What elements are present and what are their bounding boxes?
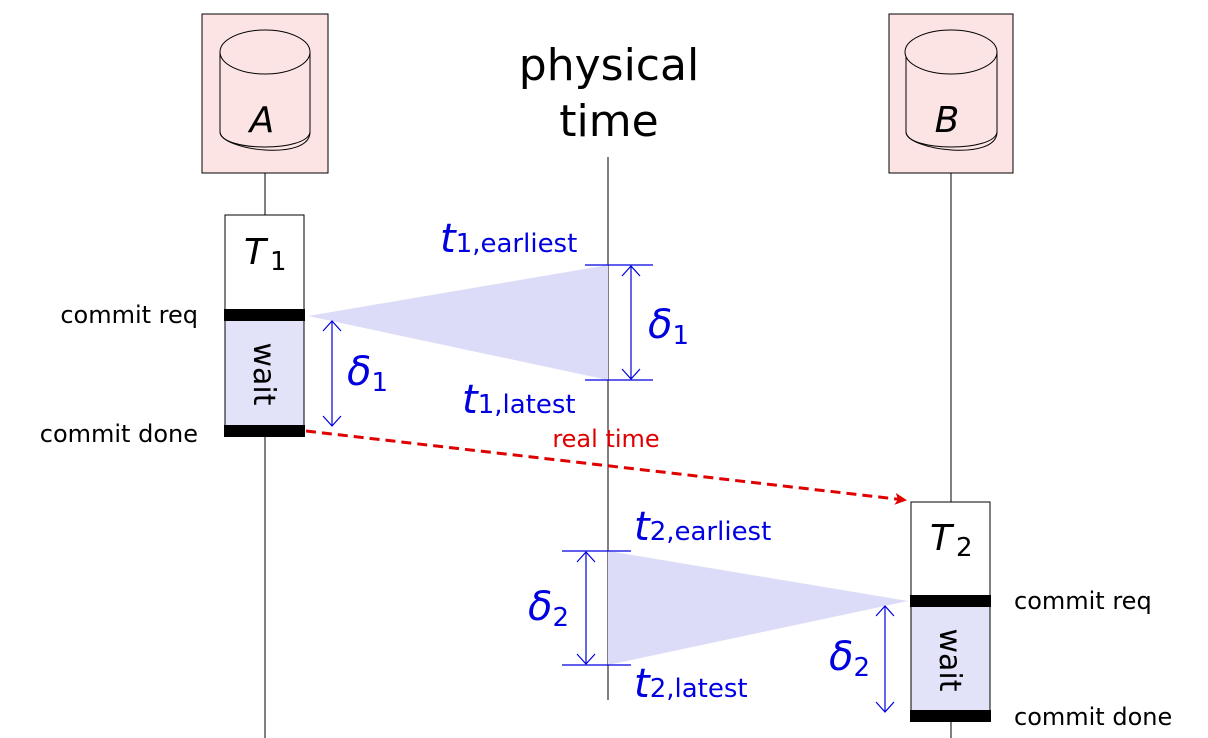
commit-req-bar-t2 — [910, 595, 991, 607]
database-cylinder-icon — [904, 29, 998, 151]
title-line-1: physical — [519, 40, 699, 91]
t2-latest-label: t2,latest — [634, 661, 748, 707]
uncertainty-interval-2 — [608, 551, 908, 665]
realtime-arrow — [305, 429, 907, 505]
delta-bracket-2-wait — [875, 605, 895, 713]
commit-done-label-t2: commit done — [1014, 703, 1172, 731]
title-line-2: time — [559, 96, 658, 147]
node-label-a: A — [248, 100, 275, 141]
delta-bracket-1-axis — [585, 264, 653, 381]
uncertainty-interval-1 — [308, 265, 608, 380]
t1-earliest-label: t1,earliest — [440, 216, 577, 262]
t1-latest-label: t1,latest — [462, 377, 576, 423]
realtime-label: real time — [552, 425, 659, 453]
wait-label-t2: wait — [932, 628, 967, 691]
database-cylinder-icon — [219, 29, 311, 151]
delta-label-1-axis: δ1 — [648, 302, 689, 351]
delta-bracket-2-axis — [562, 550, 631, 666]
delta-label-2-axis: δ2 — [528, 584, 569, 633]
delta-bracket-1-wait — [322, 320, 342, 427]
delta-label-2-wait: δ2 — [829, 634, 870, 683]
t2-earliest-label: t2,earliest — [634, 504, 771, 550]
commit-done-label-t1: commit done — [40, 420, 198, 448]
node-label-b: B — [935, 100, 960, 141]
commit-req-label-t2: commit req — [1014, 587, 1152, 615]
delta-label-1-wait: δ1 — [347, 349, 388, 398]
commit-req-label-t1: commit req — [60, 301, 198, 329]
database-node-a: A — [201, 13, 329, 174]
commit-req-bar-t1 — [224, 309, 305, 321]
commit-done-bar-t2 — [910, 710, 991, 722]
wait-region-t2 — [910, 600, 991, 717]
wait-label-t1: wait — [246, 342, 281, 405]
wait-region-t1 — [224, 314, 305, 432]
database-node-b: B — [888, 13, 1014, 174]
commit-done-bar-t1 — [224, 425, 305, 437]
